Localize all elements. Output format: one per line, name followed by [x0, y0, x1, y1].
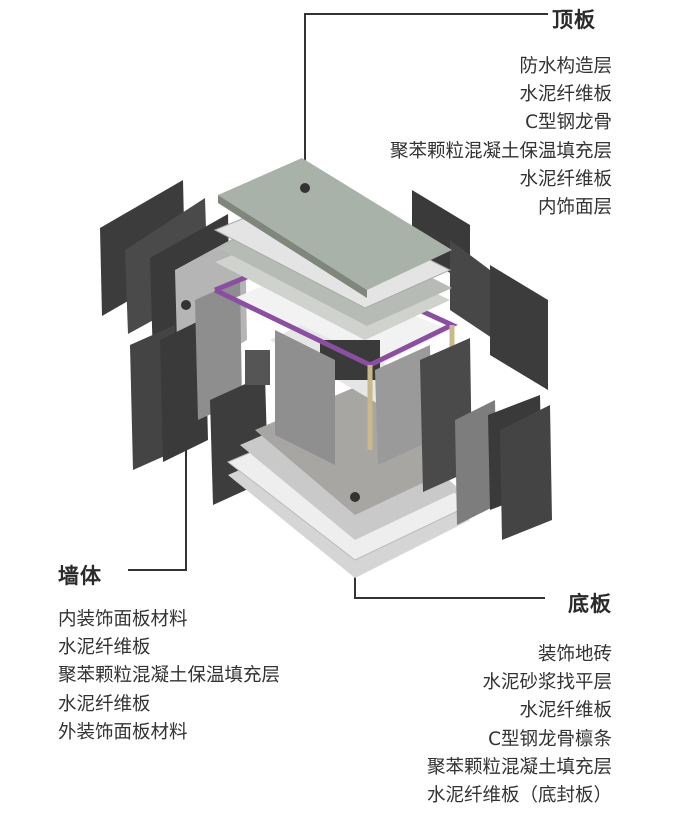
roof-layer: 内饰面层: [537, 197, 612, 219]
right-wall-panels: [412, 190, 552, 540]
roof-layer: 防水构造层: [519, 56, 612, 77]
floor-layer: 水泥纤维板（底封板）: [426, 785, 612, 807]
roof-leader: [304, 13, 548, 188]
floor-dot: [350, 492, 360, 502]
roof-layer-list: 防水构造层 水泥纤维板 C型钢龙骨 聚苯颗粒混凝土保温填充层 水泥纤维板 内饰面…: [390, 53, 612, 222]
floor-layer-list: 装饰地砖 水泥砂浆找平层 水泥纤维板 C型钢龙骨檩条 聚苯颗粒混凝土填充层 水泥…: [427, 641, 612, 810]
floor-layer: 水泥纤维板: [519, 700, 612, 722]
wall-layer: 外装饰面板材料: [58, 721, 188, 743]
wall-layer-list: 内装饰面板材料 水泥纤维板 聚苯颗粒混凝土保温填充层 水泥纤维板 外装饰面板材料: [58, 606, 280, 747]
roof-title: 顶板: [552, 8, 596, 32]
roof-layer: 水泥纤维板: [519, 168, 612, 190]
wall-title: 墙体: [58, 564, 102, 588]
wall-layer: 内装饰面板材料: [58, 609, 188, 630]
roof-layer: 聚苯颗粒混凝土保温填充层: [389, 140, 612, 162]
floor-layer: 水泥砂浆找平层: [482, 672, 612, 694]
left-wall-panels: [100, 180, 268, 505]
wall-layer: 水泥纤维板: [58, 693, 151, 715]
wall-dot: [181, 300, 191, 310]
roof-dot: [300, 183, 310, 193]
floor-layer: 聚苯颗粒混凝土填充层: [426, 756, 612, 778]
roof-layer: C型钢龙骨: [525, 112, 612, 134]
wall-layer: 聚苯颗粒混凝土保温填充层: [58, 665, 281, 687]
floor-layer: C型钢龙骨檩条: [488, 728, 612, 750]
grey-wall-panels: [275, 330, 472, 492]
roof-layer: 水泥纤维板: [519, 84, 612, 106]
leader-dots: [181, 183, 360, 502]
wall-layer: 水泥纤维板: [58, 637, 151, 659]
floor-layer: 装饰地砖: [537, 644, 612, 665]
floor-title: 底板: [568, 592, 612, 616]
roof-layers: [213, 158, 452, 340]
